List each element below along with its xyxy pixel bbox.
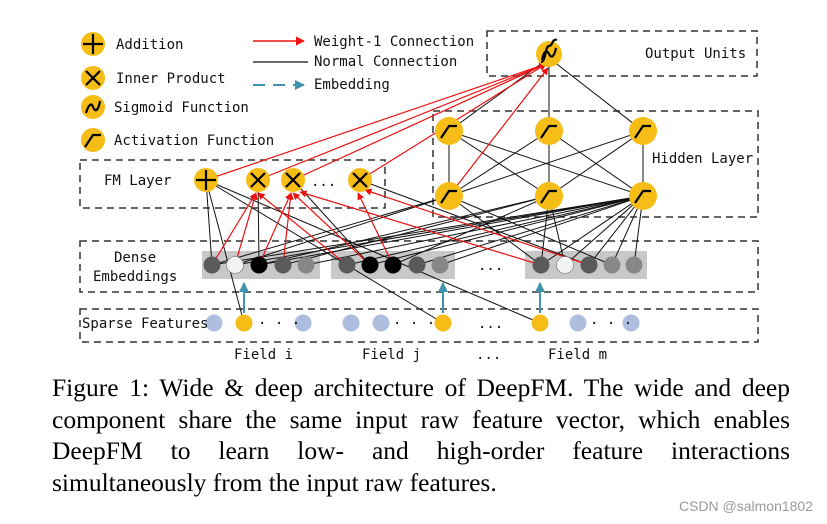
dense-embeddings-box [79, 240, 759, 293]
embedding-node [603, 256, 621, 274]
embedding-node [431, 256, 449, 274]
inner-product-node [348, 168, 372, 192]
embedding-node [274, 256, 292, 274]
dense-ellipsis: ... [478, 258, 503, 274]
legend-sigmoid-label: Sigmoid Function [114, 100, 249, 116]
field-i-label: Field i [234, 347, 293, 363]
legend-addition-label: Addition [116, 37, 183, 53]
embedding-node [408, 256, 426, 274]
fm-ellipsis: ... [311, 174, 336, 190]
embedding-node [384, 256, 402, 274]
sparse-node [342, 314, 360, 332]
embedding-node [338, 256, 356, 274]
activation-node [629, 117, 657, 145]
embedding-node [625, 256, 643, 274]
sparse-dots-i: · · · [258, 316, 300, 332]
sparse-node-active [434, 314, 452, 332]
embedding-node [556, 256, 574, 274]
sparse-features-label: Sparse Features [82, 316, 208, 332]
addition-node [194, 168, 218, 192]
dense-label-line1: Dense [114, 250, 156, 266]
activation-icon [81, 128, 105, 152]
deepfm-architecture-diagram: Addition Inner Product Sigmoid Function … [79, 30, 759, 363]
sparse-node [569, 314, 587, 332]
hidden-layer-nodes [435, 117, 657, 210]
caption-label: Figure 1: [52, 373, 150, 402]
legend [81, 32, 308, 152]
inner-product-icon [81, 66, 105, 90]
sparse-node [372, 314, 390, 332]
embedding-node [226, 256, 244, 274]
field-m-label: Field m [548, 347, 607, 363]
dense-embedding-nodes [203, 256, 643, 274]
inner-product-node [246, 168, 270, 192]
legend-inner-product-label: Inner Product [116, 71, 226, 87]
figure-caption: Figure 1: Wide & deep architecture of De… [52, 372, 790, 498]
sparse-node [622, 314, 640, 332]
sparse-node-active [235, 314, 253, 332]
fm-layer-nodes [194, 168, 372, 192]
sparse-dots-j: · · · [393, 316, 435, 332]
embedding-node [580, 256, 598, 274]
caption-text: Wide & deep architecture of DeepFM. The … [52, 373, 790, 497]
dense-label-line2: Embeddings [93, 269, 177, 285]
activation-node [535, 182, 563, 210]
embedding-node [297, 256, 315, 274]
embedding-node [203, 256, 221, 274]
inner-product-node [281, 168, 305, 192]
normal-connections [205, 57, 644, 324]
activation-node [435, 117, 463, 145]
sparse-node [294, 314, 312, 332]
diagram-labels: Addition Inner Product Sigmoid Function … [82, 34, 753, 363]
sparse-node [205, 314, 223, 332]
sparse-feature-nodes [205, 314, 640, 332]
sparse-node-active [531, 314, 549, 332]
embedding-node [250, 256, 268, 274]
legend-embedding-label: Embedding [314, 77, 390, 93]
embedding-arrows [239, 282, 545, 313]
embedding-node [532, 256, 550, 274]
legend-weight1-label: Weight-1 Connection [314, 34, 474, 50]
field-j-label: Field j [362, 347, 421, 363]
legend-normal-label: Normal Connection [314, 54, 457, 70]
sigmoid-icon [81, 95, 105, 119]
output-units-label: Output Units [645, 46, 746, 62]
embedding-node [361, 256, 379, 274]
sparse-dots-m: · · · [590, 316, 632, 332]
hidden-layer-label: Hidden Layer [652, 151, 753, 167]
output-units-box [486, 30, 758, 77]
sparse-ellipsis: ... [478, 316, 503, 332]
activation-node [629, 182, 657, 210]
addition-icon [81, 32, 105, 56]
hidden-layer-box [432, 110, 759, 218]
output-sigmoid-node [536, 38, 562, 67]
field-ellipsis: ... [476, 347, 501, 363]
fm-layer-box [79, 159, 386, 209]
fm-layer-label: FM Layer [104, 173, 171, 189]
watermark: CSDN @salmon1802 [678, 498, 813, 514]
activation-node [435, 182, 463, 210]
activation-node [535, 117, 563, 145]
legend-activation-label: Activation Function [114, 133, 274, 149]
